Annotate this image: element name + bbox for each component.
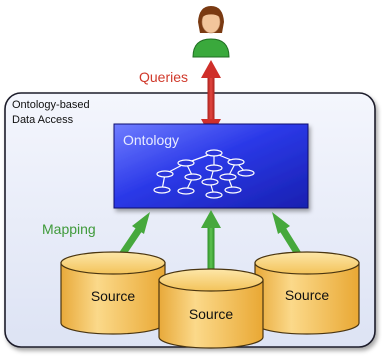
ontology-graph-icon	[153, 149, 255, 199]
source-cylinder-right: Source	[254, 251, 360, 335]
source-label: Source	[189, 306, 234, 322]
ontology-box: Ontology	[113, 123, 309, 209]
source-label: Source	[91, 288, 136, 304]
container-label-line2: Data Access	[12, 114, 74, 126]
user-icon	[192, 6, 230, 58]
mapping-label: Mapping	[42, 221, 96, 237]
mapping-arrow-center	[201, 210, 221, 272]
source-cylinder-left: Source	[60, 251, 166, 335]
source-cylinder-center: Source	[158, 268, 264, 349]
container-label-line1: Ontology-based	[12, 99, 90, 111]
ontology-label: Ontology	[123, 132, 179, 148]
queries-label: Queries	[139, 69, 188, 85]
source-label: Source	[285, 287, 330, 303]
